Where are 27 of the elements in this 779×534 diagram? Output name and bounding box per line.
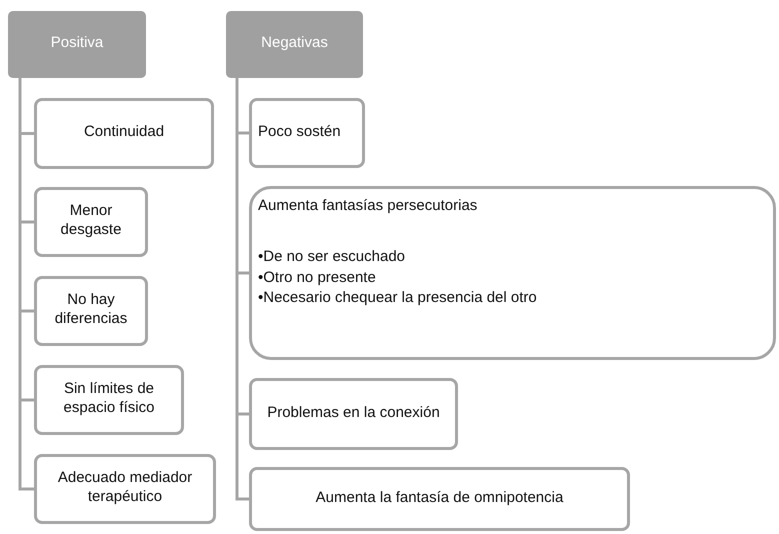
item-box <box>34 98 214 169</box>
item-label: Adecuado mediador terapéutico <box>56 469 194 507</box>
heading-text: Aumenta fantasías persecutorias <box>258 197 478 216</box>
item-label: Positiva <box>50 34 104 53</box>
item-box <box>34 187 148 257</box>
bullet-text: •Otro no presente <box>258 268 376 288</box>
item-label: Problemas en la conexión <box>267 404 440 422</box>
item-label: Sin límites de espacio físico <box>62 380 156 418</box>
item-label: Menor desgaste <box>60 202 122 240</box>
item-label: Continuidad <box>84 123 164 142</box>
connector-line <box>236 78 249 500</box>
header-box <box>8 11 146 78</box>
item-label: No hay diferencias <box>54 291 128 329</box>
bullet-text: •De no ser escuchado <box>258 248 406 266</box>
item-label: Negativas <box>261 34 328 53</box>
connector-line <box>18 78 34 490</box>
item-box <box>249 467 630 531</box>
item-box <box>34 454 216 524</box>
item-box <box>34 365 184 435</box>
item-box <box>249 186 776 360</box>
item-box <box>249 378 458 450</box>
item-box <box>34 276 148 346</box>
item-box <box>249 98 365 168</box>
item-label: Aumenta la fantasía de omnipotencia <box>316 488 564 508</box>
bullet-text: •Necesario chequear la presencia del otro <box>258 289 537 308</box>
item-label: Poco sostén <box>258 122 341 142</box>
header-box <box>226 11 363 78</box>
